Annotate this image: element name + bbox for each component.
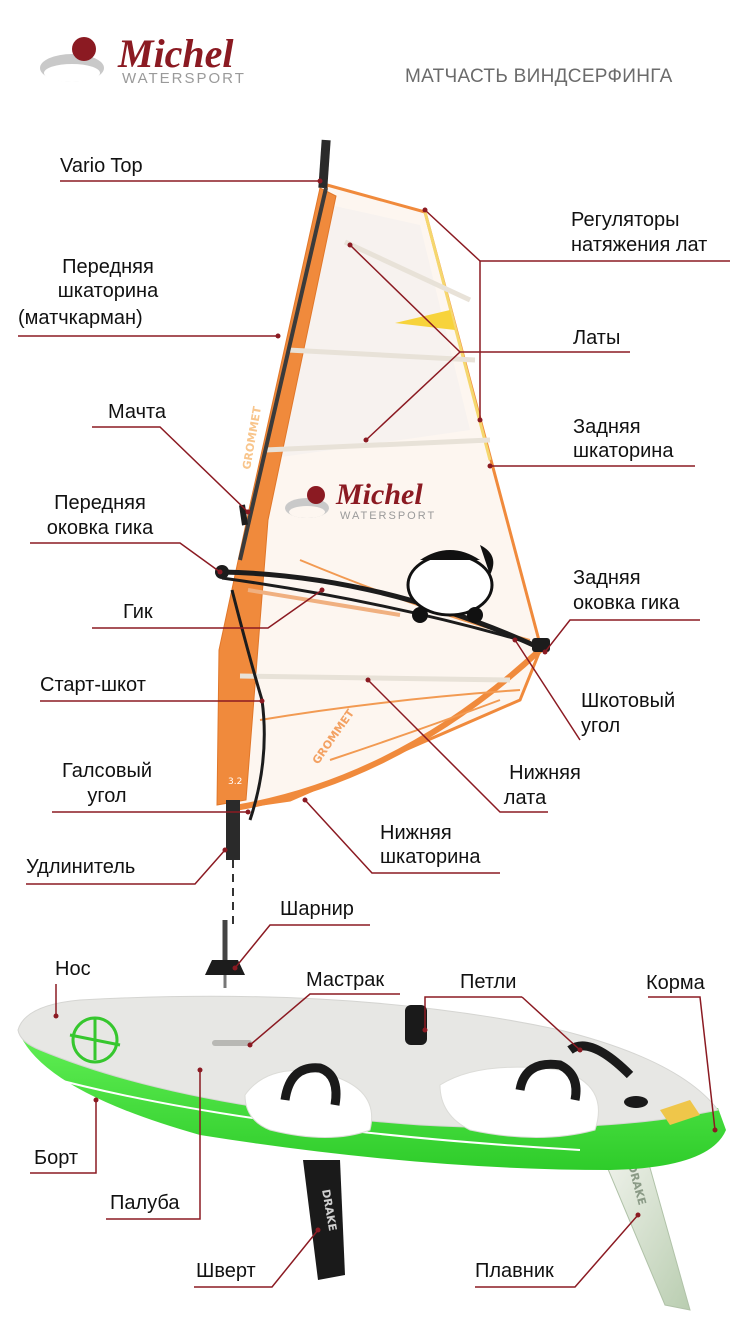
label-boom-rear-1: Задняя [573, 567, 641, 589]
label-vario-top: Vario Top [60, 155, 143, 177]
page-title: МАТЧАСТЬ ВИНДСЕРФИНГА [405, 66, 673, 87]
label-front-luff-2: шкаторина [57, 280, 159, 302]
label-front-luff-1: Передняя [62, 256, 154, 278]
leader-straps-b [521, 996, 581, 1051]
label-boom-rear-2: оковка гика [573, 592, 680, 614]
label-lower-batten-2: лата [503, 787, 547, 809]
leader-extension [26, 849, 226, 885]
batten [287, 347, 476, 363]
brand-name: Michel [118, 31, 234, 76]
leader-boom-front [30, 542, 221, 573]
label-leech-2: шкаторина [573, 440, 674, 462]
label-daggerboard: Шверт [196, 1260, 256, 1282]
sail: 3.2 GROMMET GROMMET [215, 139, 550, 930]
label-rail: Борт [34, 1147, 79, 1169]
label-straps: Петли [460, 971, 517, 993]
label-nose: Нос [55, 958, 91, 980]
label-fin: Плавник [475, 1260, 554, 1282]
brand-logo [40, 37, 104, 82]
sail-size: 3.2 [228, 777, 242, 787]
leader-mast [92, 426, 249, 513]
label-batten-tension-1: Регуляторы [571, 209, 680, 231]
leader-rail [30, 1100, 97, 1174]
label-mast-track: Мастрак [306, 969, 385, 991]
leader-daggerboard [194, 1229, 319, 1288]
deck-pad-rear [439, 1066, 599, 1138]
leader-battens-a [349, 244, 461, 353]
batten [247, 588, 401, 617]
leader-boom-rear [544, 619, 700, 653]
leader-dots [53, 178, 718, 1233]
sail-logo [285, 486, 329, 518]
leader-foot [304, 799, 500, 874]
batten [264, 437, 491, 453]
label-mast: Мачта [108, 401, 167, 423]
sail-logo-name: Michel [336, 478, 423, 511]
board: DRAKE DRAKE [17, 995, 726, 1311]
label-leech-1: Задняя [573, 416, 641, 438]
nose-logo [69, 1016, 121, 1064]
label-clew-1: Шкотовый [581, 690, 676, 712]
boom [221, 569, 542, 651]
leader-clew [514, 639, 581, 741]
leader-batten-tension-top [424, 209, 481, 262]
label-boom: Гик [123, 601, 153, 623]
label-deck: Палуба [110, 1192, 180, 1214]
vario-top [318, 139, 331, 189]
universal-joint [205, 920, 245, 988]
label-boom-front-1: Передняя [54, 492, 146, 514]
footstrap [280, 1063, 341, 1106]
leader-straps [424, 996, 522, 1030]
label-tail: Корма [646, 972, 705, 994]
mast [238, 187, 328, 561]
label-joint: Шарнир [280, 898, 354, 920]
leader-tail [648, 996, 716, 1131]
label-batten-tension-2: натяжения лат [571, 234, 708, 256]
batten [239, 673, 511, 683]
label-foot-2: шкаторина [380, 846, 481, 868]
label-front-luff-3: (матчкарман) [18, 307, 143, 329]
brand-subtitle: WATERSPORT [122, 70, 246, 87]
leader-fin [475, 1214, 639, 1288]
mast-track [212, 1040, 252, 1046]
footstrap [405, 1005, 427, 1045]
leader-boom [92, 589, 323, 629]
footstrap [567, 1041, 634, 1079]
batten [343, 239, 472, 303]
label-battens: Латы [573, 327, 621, 349]
sail-graphic [406, 545, 494, 623]
label-foot-1: Нижняя [380, 822, 452, 844]
leader-joint [234, 924, 370, 969]
label-uphaul: Старт-шкот [40, 674, 146, 696]
label-lower-batten-1: Нижняя [509, 762, 581, 784]
label-tack-1: Галсовый [61, 760, 153, 782]
leader-deck [106, 1070, 201, 1220]
label-tack-2: угол [87, 785, 127, 807]
mast-extension [226, 800, 240, 860]
fin [599, 1149, 691, 1311]
label-clew-2: угол [581, 715, 621, 737]
daggerboard [303, 1160, 345, 1280]
label-extension: Удлинитель [26, 856, 136, 878]
leader-mast-track [249, 993, 400, 1046]
boom-rear-fitting [532, 638, 550, 652]
leader-lines [18, 180, 730, 1288]
footstrap [515, 1059, 581, 1101]
sail-logo-subtitle: WATERSPORT [340, 510, 437, 522]
label-boom-front-2: оковка гика [46, 517, 154, 539]
leader-lower-batten [367, 679, 548, 813]
leader-battens-b [365, 351, 461, 441]
